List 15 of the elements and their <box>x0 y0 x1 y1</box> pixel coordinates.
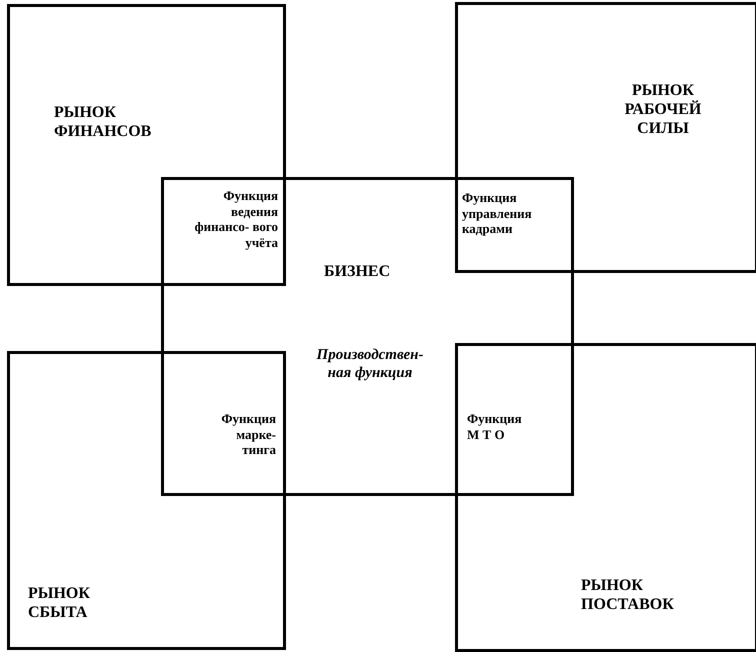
box-title: БИЗНЕС <box>324 262 392 282</box>
box-text: Производствен- ная функция <box>316 346 424 382</box>
market-box <box>455 343 756 652</box>
box-title: РЫНОК ФИНАНСОВ <box>54 103 152 142</box>
function-label: Функция М Т О <box>467 411 523 442</box>
function-label: Функция ведения финансо- вого учёта <box>194 188 278 250</box>
box-title: РЫНОК ПОСТАВОК <box>581 576 675 614</box>
function-label: Функция марке- тинга <box>220 411 276 458</box>
box-title: РЫНОК СБЫТА <box>28 584 91 622</box>
market-box <box>455 2 756 273</box>
function-label: Функция управления кадрами <box>462 190 533 237</box>
market-box <box>7 351 286 650</box>
box-title: РЫНОК РАБОЧЕЙ СИЛЫ <box>624 81 702 139</box>
business-box <box>161 177 574 496</box>
market-box <box>7 4 286 286</box>
